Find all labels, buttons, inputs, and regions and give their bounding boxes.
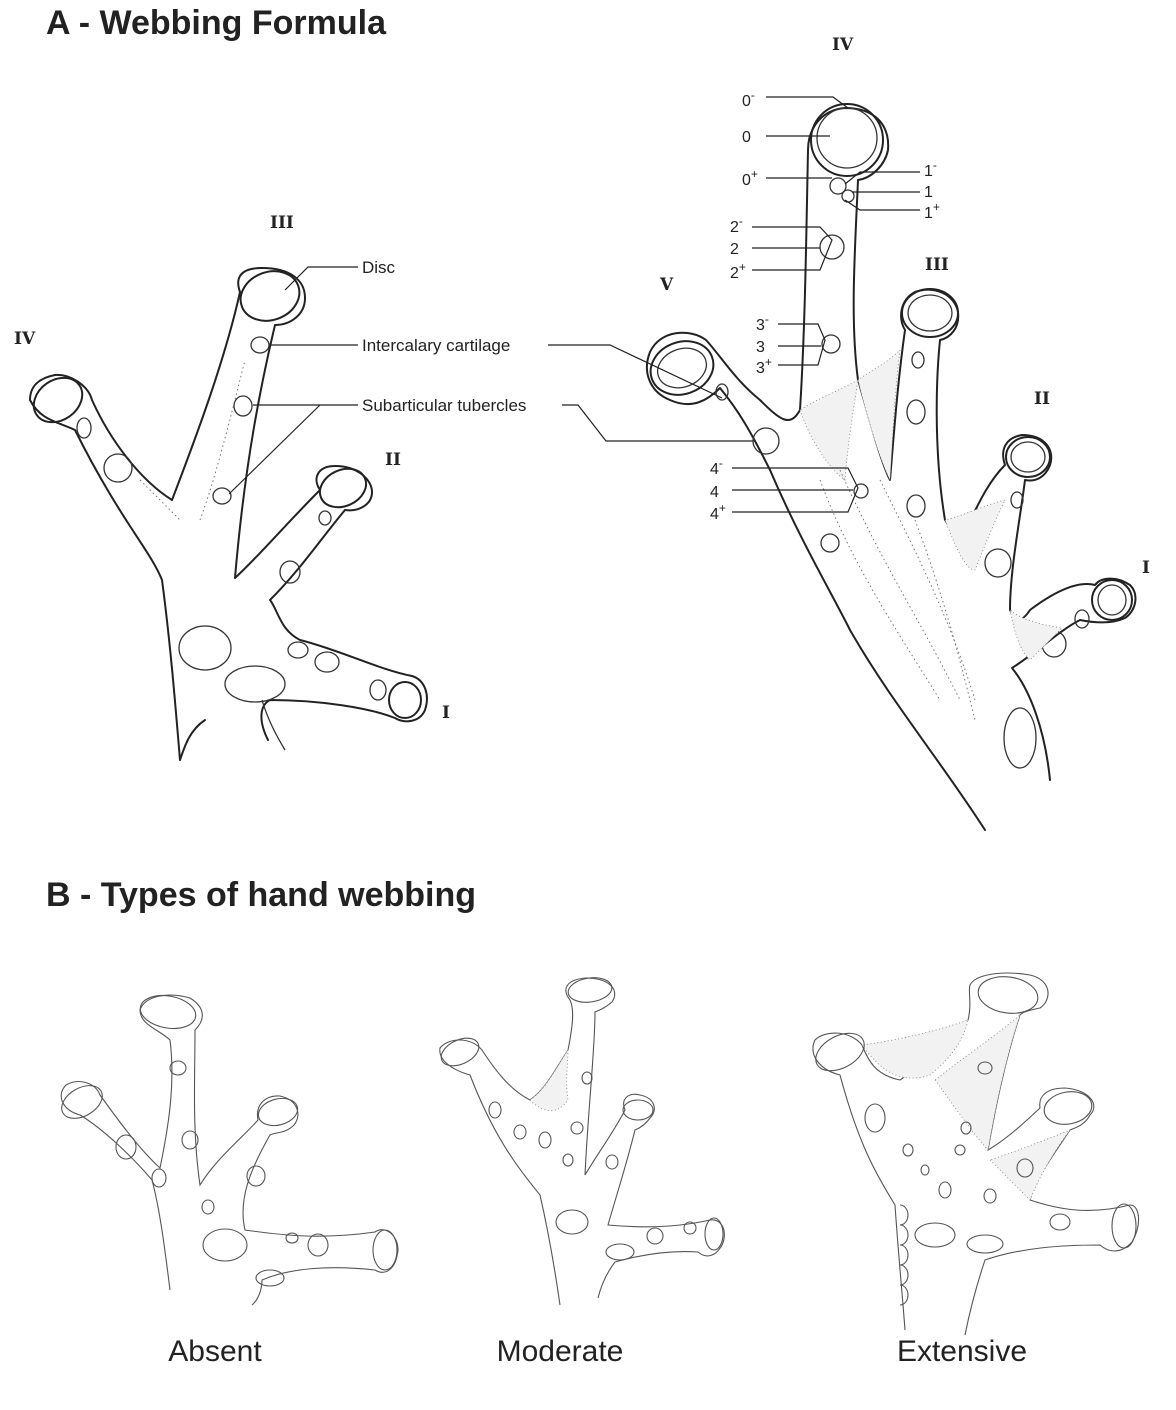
level-3: 3 xyxy=(756,339,765,356)
level-4-leader xyxy=(732,467,859,513)
subarticular-leader-right xyxy=(562,404,753,442)
level-4-minus: 4- xyxy=(710,456,723,478)
left-hand-drawing xyxy=(29,267,428,761)
caption-moderate: Moderate xyxy=(496,1335,624,1368)
level-3-leader xyxy=(778,323,826,366)
level-1-leader xyxy=(844,171,920,211)
hand-absent-drawing xyxy=(60,994,399,1306)
right-digit-ii: II xyxy=(1034,389,1050,409)
level-4-plus: 4+ xyxy=(710,501,726,523)
hand-extensive-drawing xyxy=(812,972,1140,1336)
level-0-plus: 0+ xyxy=(742,167,758,189)
level-2: 2 xyxy=(730,241,739,258)
left-digit-iii: III xyxy=(270,213,294,233)
caption-absent: Absent xyxy=(168,1335,262,1368)
level-2-minus: 2- xyxy=(730,214,743,236)
level-2-plus: 2+ xyxy=(730,260,746,282)
caption-extensive: Extensive xyxy=(896,1335,1028,1368)
level-1-minus: 1- xyxy=(924,158,937,180)
left-digit-iv: IV xyxy=(14,329,36,349)
level-3-minus: 3- xyxy=(756,312,769,334)
intercalary-cartilage-label: Intercalary cartilage xyxy=(362,336,510,355)
level-1: 1 xyxy=(924,184,933,201)
right-digit-i: I xyxy=(1142,558,1150,578)
subarticular-tubercles-label: Subarticular tubercles xyxy=(362,396,526,415)
level-0-minus-leader xyxy=(766,96,849,109)
right-hand-drawing xyxy=(645,103,1137,831)
disc-leader xyxy=(284,266,358,291)
level-0: 0 xyxy=(742,129,751,146)
level-4: 4 xyxy=(710,484,719,501)
right-digit-v: V xyxy=(659,275,674,295)
level-0-minus: 0- xyxy=(742,88,755,110)
intercalary-leader-right xyxy=(548,344,723,399)
disc-label: Disc xyxy=(362,258,396,277)
level-2-leader xyxy=(752,226,833,271)
panel-b-title: B - Types of hand webbing xyxy=(46,876,477,914)
right-digit-iv: IV xyxy=(832,35,854,55)
level-1-plus: 1+ xyxy=(924,200,940,222)
subarticular-leader-b xyxy=(228,404,321,495)
left-digit-ii: II xyxy=(385,450,401,470)
left-digit-i: I xyxy=(442,703,450,723)
level-3-plus: 3+ xyxy=(756,355,772,377)
hand-moderate-drawing xyxy=(439,977,725,1306)
panel-a-title: A - Webbing Formula xyxy=(46,4,386,42)
right-digit-iii: III xyxy=(925,255,949,275)
webbing-levels-right: 1- 1 1+ xyxy=(844,158,940,222)
webbing-levels-left: 0- 0 0+ 2- 2 2+ 3- 3 3+ 4- 4 4+ xyxy=(710,88,859,523)
